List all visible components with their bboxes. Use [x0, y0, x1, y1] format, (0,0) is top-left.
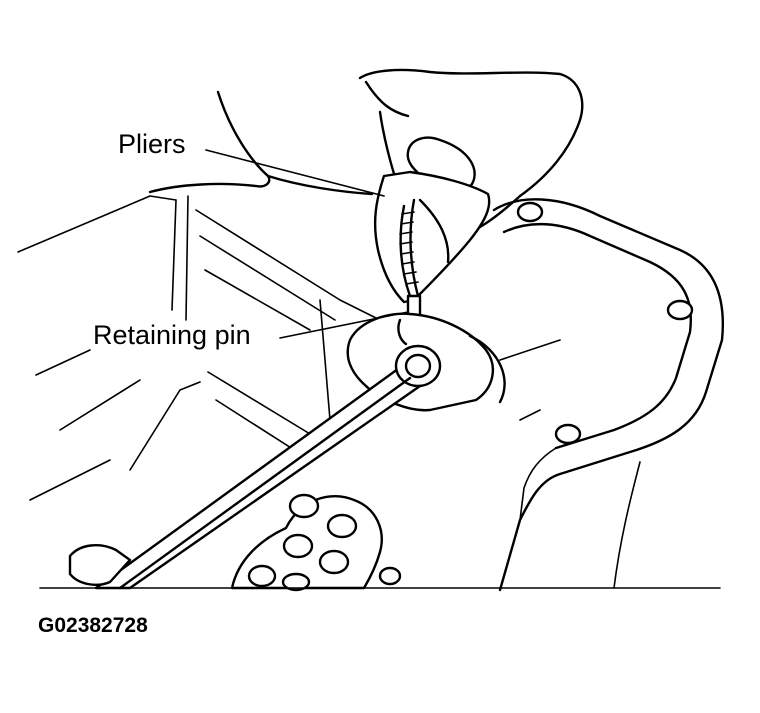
shaft [94, 344, 442, 590]
pan-outline [492, 198, 724, 592]
pliers-leader-line [205, 149, 385, 197]
pliers-label: Pliers [118, 129, 186, 159]
retaining-pin-leader-line [279, 311, 409, 339]
bolt-holes [378, 201, 694, 586]
valve-body-plate [68, 493, 383, 592]
figure-id: G02382728 [38, 614, 148, 637]
retaining-pin-label: Retaining pin [93, 320, 251, 350]
pliers-icon [373, 170, 491, 304]
